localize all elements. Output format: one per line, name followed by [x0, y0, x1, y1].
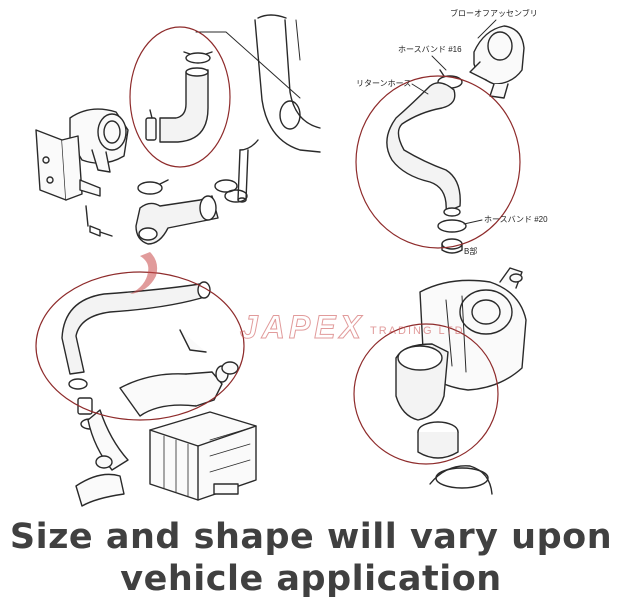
mounting-bracket — [35, 129, 101, 201]
elbow-hose-closeup — [395, 343, 449, 421]
blowoff-assembly — [469, 25, 525, 99]
highlight-circle — [129, 26, 231, 168]
watermark-swoosh — [130, 252, 158, 294]
long-return-hose — [61, 281, 211, 375]
label-blowoff-assembly: ブローオフアッセンブリ — [450, 8, 538, 18]
panel-top-right-labelled-hose — [355, 19, 525, 254]
hose-band-20 — [437, 219, 483, 233]
part-b — [441, 238, 463, 254]
blowoff-valve-body — [69, 108, 157, 173]
watermark-subtitle: TRADING LTD — [370, 325, 465, 337]
panel-bottom-left-engine-bay — [35, 271, 257, 507]
hose-clamp — [137, 179, 169, 195]
return-hose — [386, 82, 461, 217]
label-hose-band-16: ホースバンド #16 — [398, 45, 462, 54]
intake-plumbing — [75, 329, 239, 507]
highlight-circle — [35, 271, 245, 421]
outlet-pipe — [429, 465, 493, 495]
elbow-hose — [159, 67, 209, 143]
watermark-brand: JAPEX — [240, 309, 365, 345]
hose-clamp — [183, 51, 213, 64]
bolt — [85, 205, 113, 237]
highlight-circle — [355, 75, 521, 249]
intake-pipe — [237, 14, 321, 203]
label-hose-band-20: ホースバンド #20 — [484, 215, 548, 224]
hose-clamp — [214, 179, 248, 203]
hose-clamp — [417, 421, 459, 459]
panel-bottom-right-closeup — [353, 267, 527, 495]
watermark: JAPEX TRADING LTD — [130, 252, 465, 346]
caption-line-1: Size and shape will vary upon — [9, 517, 613, 557]
panel-top-left-exploded-view — [35, 14, 321, 245]
lower-bent-hose — [135, 195, 219, 245]
air-box — [149, 411, 257, 501]
label-return-hose: リターンホース — [356, 79, 411, 88]
caption-line-2: vehicle application — [120, 559, 502, 599]
highlight-circle — [353, 323, 499, 465]
label-part-b: B部 — [464, 246, 477, 256]
